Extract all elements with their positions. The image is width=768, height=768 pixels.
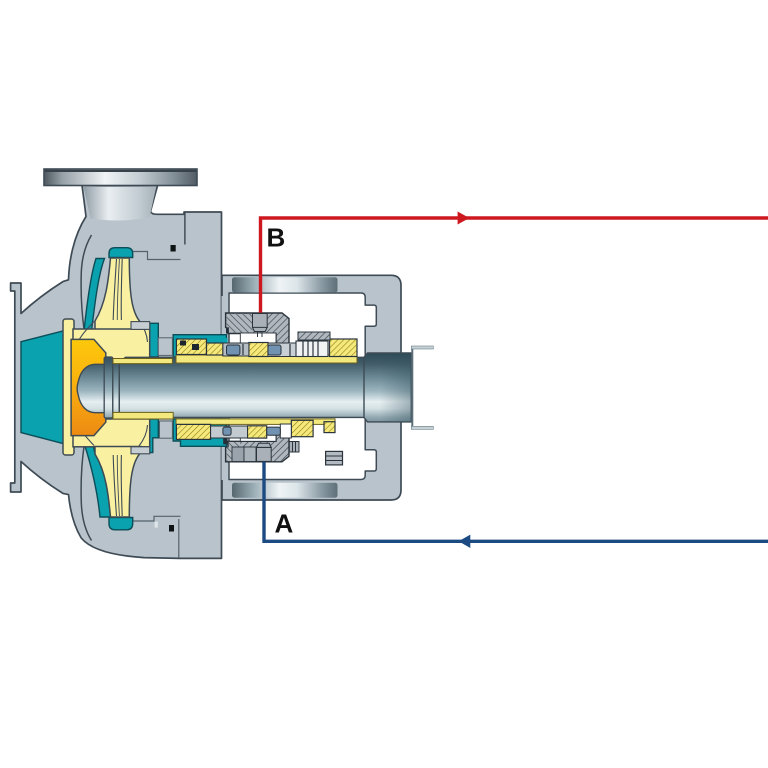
svg-text:A: A <box>275 509 294 539</box>
svg-text:B: B <box>267 223 286 253</box>
